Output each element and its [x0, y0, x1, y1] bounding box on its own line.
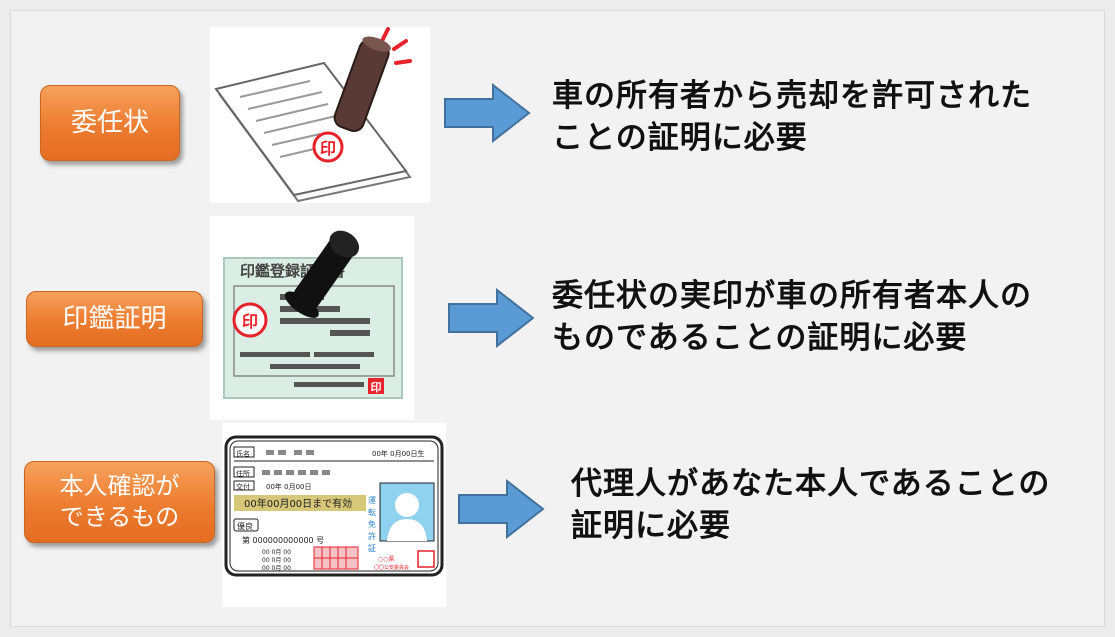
description-power-of-attorney: 車の所有者から売却を許可された ことの証明に必要 — [552, 75, 1032, 159]
description-line: ものであることの証明に必要 — [552, 320, 968, 356]
label-text: 委任状 — [70, 107, 149, 138]
description-line: ことの証明に必要 — [552, 120, 808, 156]
license-side-char: 許 — [368, 531, 376, 541]
seal-registration-certificate-icon: 印鑑登録証明書 印 印 — [223, 230, 403, 399]
license-category-row: 00 0月 00 — [262, 565, 291, 572]
description-line: 委任状の実印が車の所有者本人の — [552, 278, 1032, 314]
license-prefecture: ○○県 — [378, 556, 394, 563]
label-power-of-attorney: 委任状 — [40, 85, 180, 161]
label-seal-certificate: 印鑑証明 — [26, 291, 203, 347]
drivers-license-image: 氏名 00年 0月00日生 住所 交付 00年 0月00日 00年00月00日ま… — [222, 423, 446, 607]
license-condition: 優良 — [237, 521, 253, 531]
seal-circle-text: 印 — [242, 312, 258, 331]
license-address-label: 住所 — [236, 469, 250, 478]
license-birthdate: 00年 0月00日生 — [372, 449, 425, 458]
license-side-char: 免 — [368, 519, 376, 529]
label-text: できるもの — [59, 503, 180, 531]
description-seal-certificate: 委任状の実印が車の所有者本人の ものであることの証明に必要 — [552, 275, 1032, 359]
license-side-char: 転 — [368, 508, 376, 517]
description-identity-document: 代理人があなた本人であることの 証明に必要 — [571, 463, 1050, 547]
arrow-right-icon — [458, 479, 545, 539]
description-line: 証明に必要 — [571, 508, 731, 544]
corner-seal-text: 印 — [371, 381, 382, 394]
description-line: 車の所有者から売却を許可された — [552, 78, 1032, 114]
license-category-row: 00 0月 00 — [262, 557, 291, 564]
license-category-row: 00 0月 00 — [262, 549, 291, 556]
diagram-canvas: 委任状 印 — [10, 10, 1105, 627]
label-identity-document: 本人確認が できるもの — [24, 461, 215, 543]
license-issue-label: 交付 — [236, 482, 250, 491]
drivers-license-icon: 氏名 00年 0月00日生 住所 交付 00年 0月00日 00年00月00日ま… — [224, 435, 444, 577]
license-name-label: 氏名 — [236, 449, 250, 458]
license-commission: 〇〇公安委員会 — [374, 564, 409, 571]
label-text: 本人確認が — [59, 472, 180, 500]
seal-certificate-image: 印鑑登録証明書 印 印 — [210, 216, 414, 420]
license-validity: 00年00月00日まで有効 — [244, 497, 352, 510]
arrow-right-icon — [444, 83, 531, 143]
power-of-attorney-stamp-icon: 印 — [214, 27, 412, 203]
license-issue-date: 00年 0月00日 — [266, 482, 312, 491]
stamp-mark-text: 印 — [320, 139, 336, 158]
arrow-right-icon — [448, 288, 535, 348]
license-side-char: 運 — [368, 496, 376, 505]
license-side-char: 証 — [368, 543, 376, 553]
description-line: 代理人があなた本人であることの — [571, 466, 1051, 502]
license-number: 第 000000000000 号 — [242, 535, 324, 545]
label-text: 印鑑証明 — [62, 303, 167, 334]
power-of-attorney-image: 印 — [210, 27, 430, 203]
